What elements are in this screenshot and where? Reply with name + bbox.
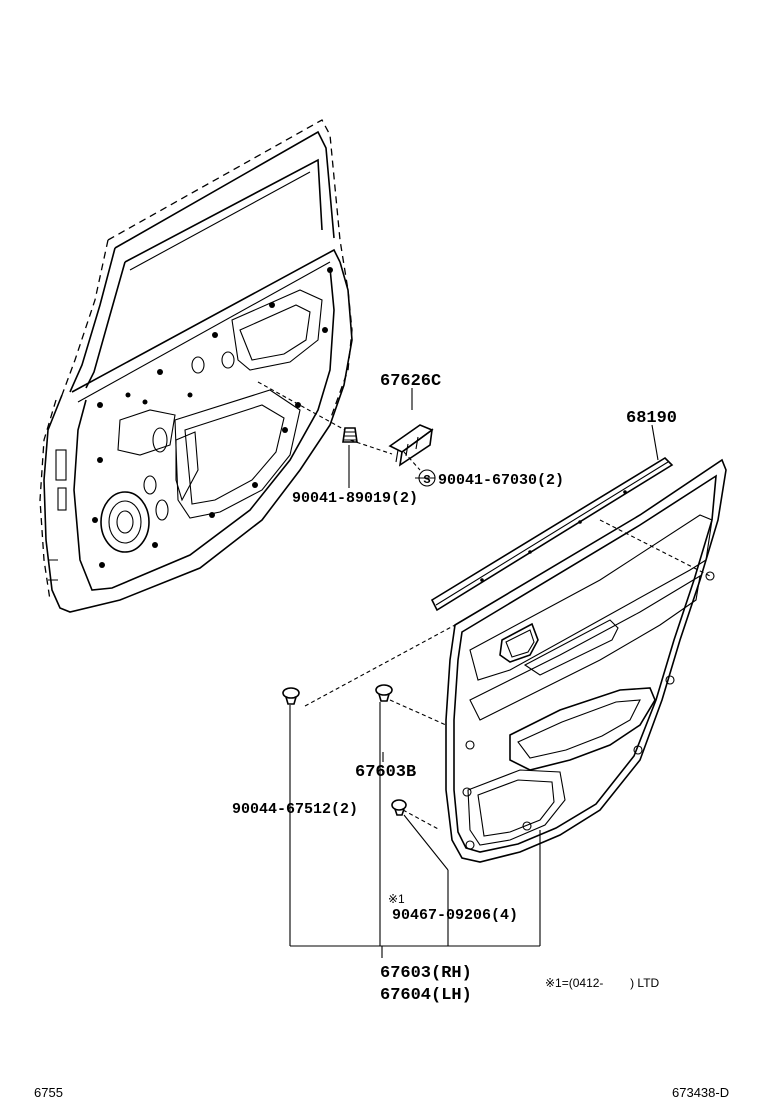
label-90041-89019: 90041-89019(2) xyxy=(292,490,418,507)
screw-90041-89019-illustration xyxy=(342,427,358,443)
door-panel-illustration xyxy=(39,119,353,613)
clip-90044-illustration xyxy=(282,687,300,705)
label-68190: 68190 xyxy=(626,409,677,428)
trim-board-illustration xyxy=(445,458,727,863)
label-90044-67512: 90044-67512(2) xyxy=(232,801,358,818)
label-67603b: 67603B xyxy=(355,763,416,782)
clip-67626c-illustration xyxy=(388,424,434,467)
label-90467-09206: 90467-09206(4) xyxy=(392,907,518,924)
leader-lines xyxy=(257,381,711,958)
footnote: ※1=(0412- ) LTD xyxy=(545,976,660,990)
page-number: 6755 xyxy=(34,1085,63,1100)
s-mark-circle xyxy=(418,469,436,487)
s-mark: S xyxy=(423,473,430,487)
label-67626c: 67626C xyxy=(380,372,441,391)
label-67604-lh: 67604(LH) xyxy=(380,986,472,1005)
moulding-strip-illustration xyxy=(430,456,674,612)
label-90041-67030: 90041-67030(2) xyxy=(438,472,564,489)
clip-90467-illustration xyxy=(391,799,407,816)
label-note-mark: ※1 xyxy=(388,892,405,906)
label-67603-rh: 67603(RH) xyxy=(380,964,472,983)
illustration-id: 673438-D xyxy=(672,1085,729,1100)
clip-67603b-illustration xyxy=(375,684,393,702)
